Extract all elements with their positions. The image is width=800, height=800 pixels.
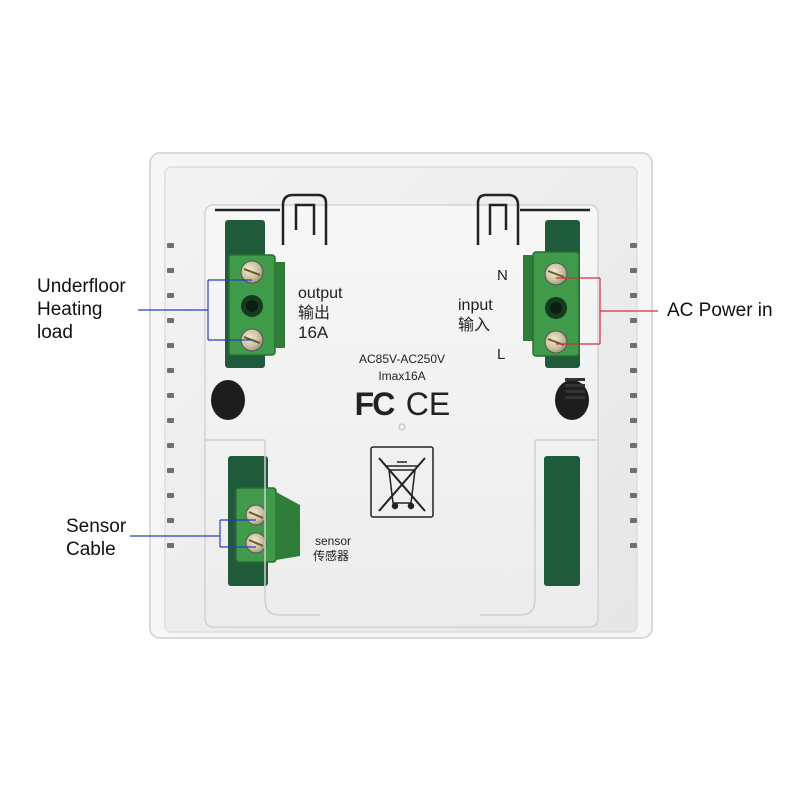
pcb-window-bottom-right xyxy=(544,456,580,586)
input-label-en: input xyxy=(458,297,493,314)
output-label-cn: 输出 xyxy=(298,304,330,322)
output-label-en: output xyxy=(298,285,343,302)
back-plate xyxy=(204,204,599,628)
plate-cutout-outlines xyxy=(205,439,598,616)
underfloor-heating-callout: Underfloor Heating load xyxy=(37,275,126,344)
top-clip-right xyxy=(476,193,590,245)
voltage-rating-label: AC85V-AC250V xyxy=(359,352,445,366)
ac-power-callout: AC Power in xyxy=(667,299,773,322)
underfloor-callout-connector xyxy=(138,279,252,341)
sensor-label-en: sensor xyxy=(315,534,351,548)
mounting-hole-left xyxy=(211,380,245,420)
sensor-label-cn: 传感器 xyxy=(313,548,349,563)
vent-slots-left xyxy=(167,243,174,548)
right-connector-grille xyxy=(565,378,585,399)
sensor-callout-line-1: Sensor xyxy=(66,516,127,537)
ce-mark: CE xyxy=(406,386,450,422)
center-indicator-dot xyxy=(398,423,406,431)
weee-bin-icon xyxy=(370,446,434,518)
neutral-terminal-label: N xyxy=(497,267,508,284)
input-label-cn: 输入 xyxy=(458,316,490,334)
top-clip-left xyxy=(215,193,328,245)
terminal-block-input xyxy=(523,251,580,357)
sensor-callout-connector xyxy=(130,519,256,548)
fcc-mark: FC xyxy=(355,386,396,422)
underfloor-callout-line-3: load xyxy=(37,322,73,343)
current-rating-label: Imax16A xyxy=(378,369,425,383)
sensor-callout-line-2: Cable xyxy=(66,539,116,560)
sensor-cable-callout: Sensor Cable xyxy=(66,515,126,561)
ac-power-callout-line-1: AC Power in xyxy=(667,300,773,321)
live-terminal-label: L xyxy=(497,346,505,363)
ac-power-callout-connector xyxy=(556,277,658,345)
underfloor-callout-line-1: Underfloor xyxy=(37,276,126,297)
underfloor-callout-line-2: Heating xyxy=(37,299,103,320)
output-current-label: 16A xyxy=(298,323,329,342)
vent-slots-right xyxy=(630,243,637,548)
